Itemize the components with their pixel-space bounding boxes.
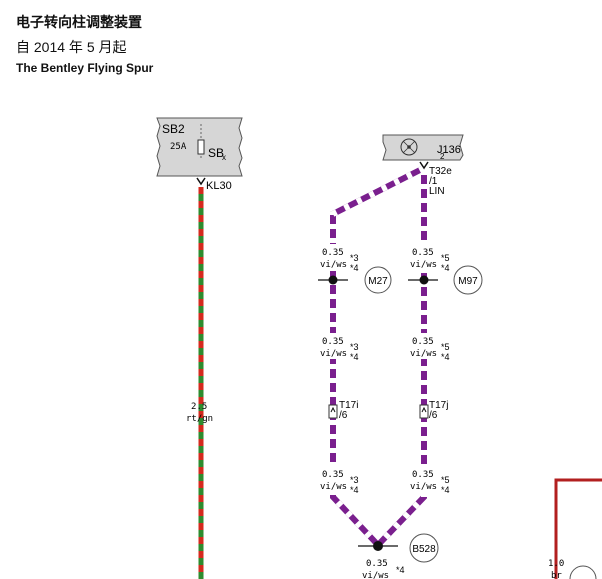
splice-point-right [408, 275, 438, 285]
svg-text:*3: *3 [350, 253, 359, 263]
right-wire-label-lower: 0.35 vi/ws *5 *4 [408, 466, 454, 495]
svg-text:0.35: 0.35 [412, 248, 434, 258]
svg-text:0.35: 0.35 [322, 337, 344, 347]
svg-text:vi/ws: vi/ws [320, 349, 347, 359]
node-b528: B528 [409, 533, 439, 563]
svg-text:0.35: 0.35 [322, 248, 344, 258]
diagram-title: 电子转向柱调整装置 [16, 14, 142, 30]
steering-wheel-icon [400, 138, 418, 156]
svg-text:*3: *3 [350, 475, 359, 485]
fuse-label: SB [208, 146, 224, 160]
vehicle-model: The Bentley Flying Spur [16, 61, 154, 75]
control-unit-id-sub: 2 [440, 152, 445, 161]
left-wire-label-lower: 0.35 vi/ws *3 *4 [318, 466, 362, 495]
svg-text:*4: *4 [441, 485, 450, 495]
connector-name: T32e [429, 166, 452, 177]
connector-arrow-icon [419, 161, 429, 170]
svg-text:0.35: 0.35 [322, 470, 344, 480]
svg-text:*4: *4 [441, 352, 450, 362]
partial-node-circle [569, 565, 597, 579]
svg-text:0.35: 0.35 [412, 470, 434, 480]
svg-text:*5: *5 [441, 342, 450, 352]
power-wire-size: 2.5 [191, 402, 207, 412]
svg-text:B528: B528 [412, 544, 436, 555]
diagram-subtitle: 自 2014 年 5 月起 [16, 39, 127, 55]
fuse-symbol [197, 139, 205, 155]
right-wire-br [554, 478, 602, 579]
node-m97: M97 [453, 265, 483, 295]
svg-text:/6: /6 [429, 410, 438, 421]
fuse-box-sb2: SB2 25A SB x KL30 [156, 117, 243, 192]
connector-signal: LIN [429, 186, 445, 197]
fuse-rating: 25A [170, 142, 187, 152]
svg-text:br: br [551, 571, 562, 579]
svg-text:1.0: 1.0 [548, 559, 564, 569]
bottom-wire-label: 0.35 vi/ws *4 [362, 559, 405, 579]
terminal-arrow-icon [196, 177, 206, 186]
svg-text:*4: *4 [350, 485, 359, 495]
svg-text:*4: *4 [441, 263, 450, 273]
svg-text:/6: /6 [339, 410, 348, 421]
svg-text:vi/ws: vi/ws [362, 571, 389, 579]
connector-t17i: T17i /6 [328, 400, 358, 421]
svg-text:vi/ws: vi/ws [320, 260, 347, 270]
node-m27: M27 [364, 266, 392, 294]
svg-text:*4: *4 [350, 263, 359, 273]
power-wire-color: rt/gn [186, 414, 213, 424]
connector-pin: /1 [429, 176, 438, 187]
svg-text:*5: *5 [441, 475, 450, 485]
fuse-terminal: KL30 [206, 180, 232, 192]
svg-text:vi/ws: vi/ws [320, 482, 347, 492]
svg-text:vi/ws: vi/ws [410, 260, 437, 270]
svg-text:0.35: 0.35 [366, 559, 388, 569]
svg-text:0.35: 0.35 [412, 337, 434, 347]
right-wire-label-middle: 0.35 vi/ws *5 *4 [408, 333, 454, 362]
fuse-box-id: SB2 [162, 122, 185, 136]
splice-point-left [318, 275, 348, 285]
left-wire-label-middle: 0.35 vi/ws *3 *4 [318, 333, 362, 362]
control-unit-j136: J136 2 T32e /1 LIN [382, 134, 464, 197]
right-wire-label-upper: 0.35 vi/ws *5 *4 [408, 244, 454, 273]
svg-text:T17i: T17i [339, 400, 358, 411]
control-unit-id: J136 [437, 144, 461, 156]
svg-text:*4: *4 [350, 352, 359, 362]
svg-text:*4: *4 [396, 565, 405, 575]
svg-text:T17j: T17j [429, 400, 448, 411]
left-wire-label-upper: 0.35 vi/ws *3 *4 [318, 244, 362, 273]
svg-text:vi/ws: vi/ws [410, 349, 437, 359]
right-wire-label: 1.0 br [548, 559, 597, 579]
svg-text:M97: M97 [458, 276, 478, 287]
svg-text:M27: M27 [368, 276, 388, 287]
svg-text:vi/ws: vi/ws [410, 482, 437, 492]
svg-text:*3: *3 [350, 342, 359, 352]
splice-point-bottom [358, 541, 398, 551]
connector-t17j: T17j /6 [419, 400, 448, 421]
fuse-label-sub: x [222, 153, 226, 162]
svg-text:*5: *5 [441, 253, 450, 263]
